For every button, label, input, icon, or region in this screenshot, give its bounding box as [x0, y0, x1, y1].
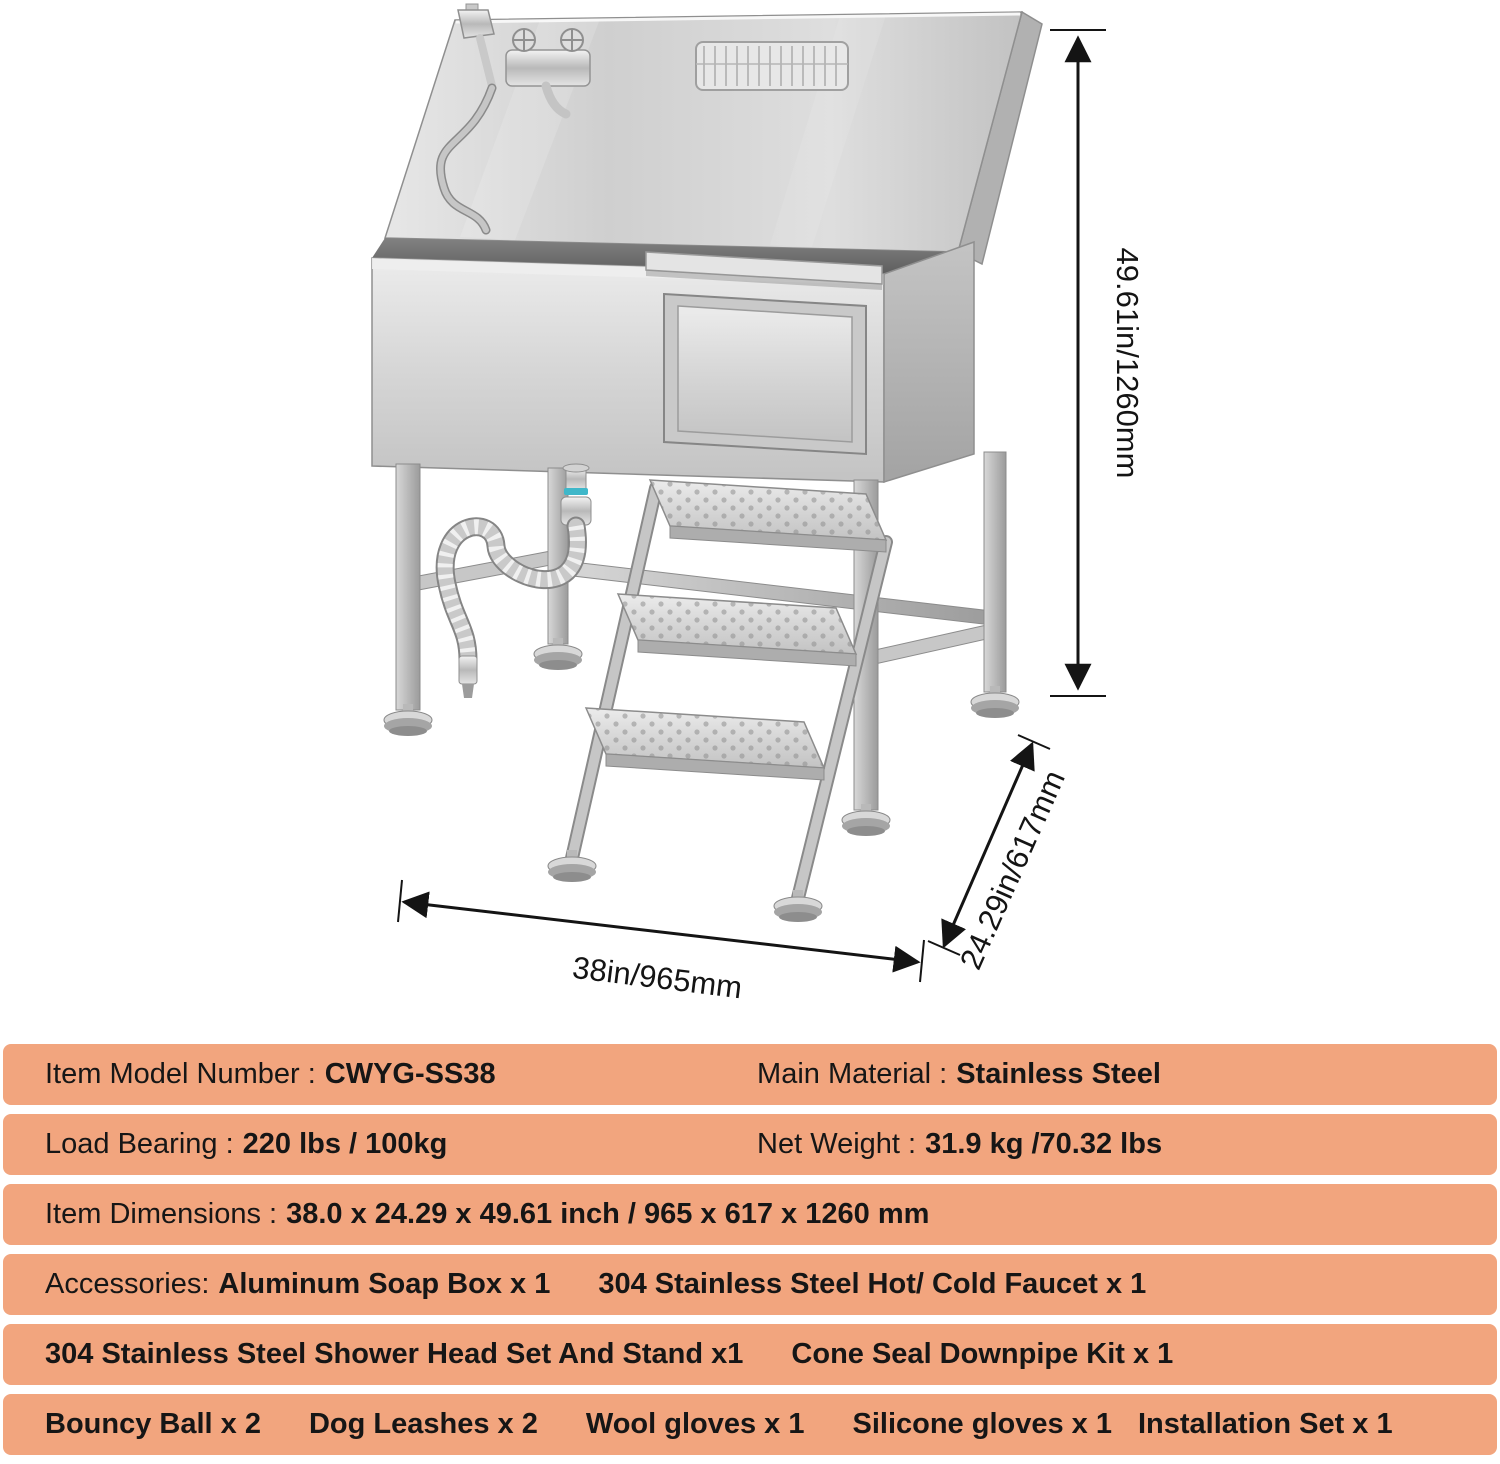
dimension-annotations [397, 29, 1106, 983]
spec-value: Dog Leashes x 2 [308, 1408, 538, 1440]
spec-value: 31.9 kg /70.32 lbs [925, 1128, 1163, 1160]
spec-value: Bouncy Ball x 2 [45, 1408, 261, 1440]
spec-label: Item Model Number : [45, 1058, 316, 1090]
spec-label: Load Bearing : [45, 1128, 234, 1160]
spec-value: CWYG-SS38 [324, 1058, 496, 1090]
drain-hose [435, 463, 592, 698]
spec-value: Stainless Steel [956, 1058, 1161, 1090]
soap-basket [695, 41, 849, 91]
spec-value: 304 Stainless Steel Hot/ Cold Faucet x 1 [598, 1268, 1147, 1300]
spec-label: Main Material : [757, 1058, 948, 1090]
spec-row-accessories-1: Accessories: Aluminum Soap Box x 1 304 S… [3, 1254, 1497, 1315]
height-dimension-label: 49.61in/1260mm [1110, 248, 1145, 479]
spec-value: Wool gloves x 1 [585, 1408, 805, 1440]
spec-label: Net Weight : [757, 1128, 917, 1160]
spec-table: Item Model Number : CWYG-SS38 Main Mater… [0, 1044, 1500, 1455]
spec-value: Silicone gloves x 1 [852, 1408, 1112, 1440]
spec-label: Accessories: [45, 1268, 210, 1300]
spec-main-material: Main Material : Stainless Steel [757, 1058, 1455, 1091]
spec-load-bearing: Load Bearing : 220 lbs / 100kg [45, 1128, 757, 1161]
tub-door [645, 251, 883, 456]
spec-row-dimensions: Item Dimensions : 38.0 x 24.29 x 49.61 i… [3, 1184, 1497, 1245]
spec-row-load-weight: Load Bearing : 220 lbs / 100kg Net Weigh… [3, 1114, 1497, 1175]
width-dimension-label: 38in/965mm [570, 950, 744, 1006]
spec-value: Aluminum Soap Box x 1 [218, 1268, 551, 1300]
depth-dimension-label: 24.29in/617mm [953, 765, 1072, 974]
spec-row-model-material: Item Model Number : CWYG-SS38 Main Mater… [3, 1044, 1497, 1105]
spec-model-number: Item Model Number : CWYG-SS38 [45, 1058, 757, 1091]
spec-value: 220 lbs / 100kg [242, 1128, 448, 1160]
spec-value: Cone Seal Downpipe Kit x 1 [791, 1338, 1174, 1370]
spec-net-weight: Net Weight : 31.9 kg /70.32 lbs [757, 1128, 1455, 1161]
spec-label: Item Dimensions : [45, 1198, 278, 1230]
faucet-shower-set [435, 3, 591, 235]
spec-row-accessories-2: 304 Stainless Steel Shower Head Set And … [3, 1324, 1497, 1385]
pet-stairs [547, 479, 893, 923]
spec-row-accessories-3: Bouncy Ball x 2 Dog Leashes x 2 Wool glo… [3, 1394, 1497, 1455]
product-illustration: 49.61in/1260mm 38in/965mm 24.29in/617mm [371, 3, 1145, 1006]
spec-value: 38.0 x 24.29 x 49.61 inch / 965 x 617 x … [286, 1198, 930, 1230]
spec-value: 304 Stainless Steel Shower Head Set And … [45, 1338, 744, 1370]
spec-value: Installation Set x 1 [1137, 1408, 1393, 1440]
tub-legs [383, 451, 1020, 837]
